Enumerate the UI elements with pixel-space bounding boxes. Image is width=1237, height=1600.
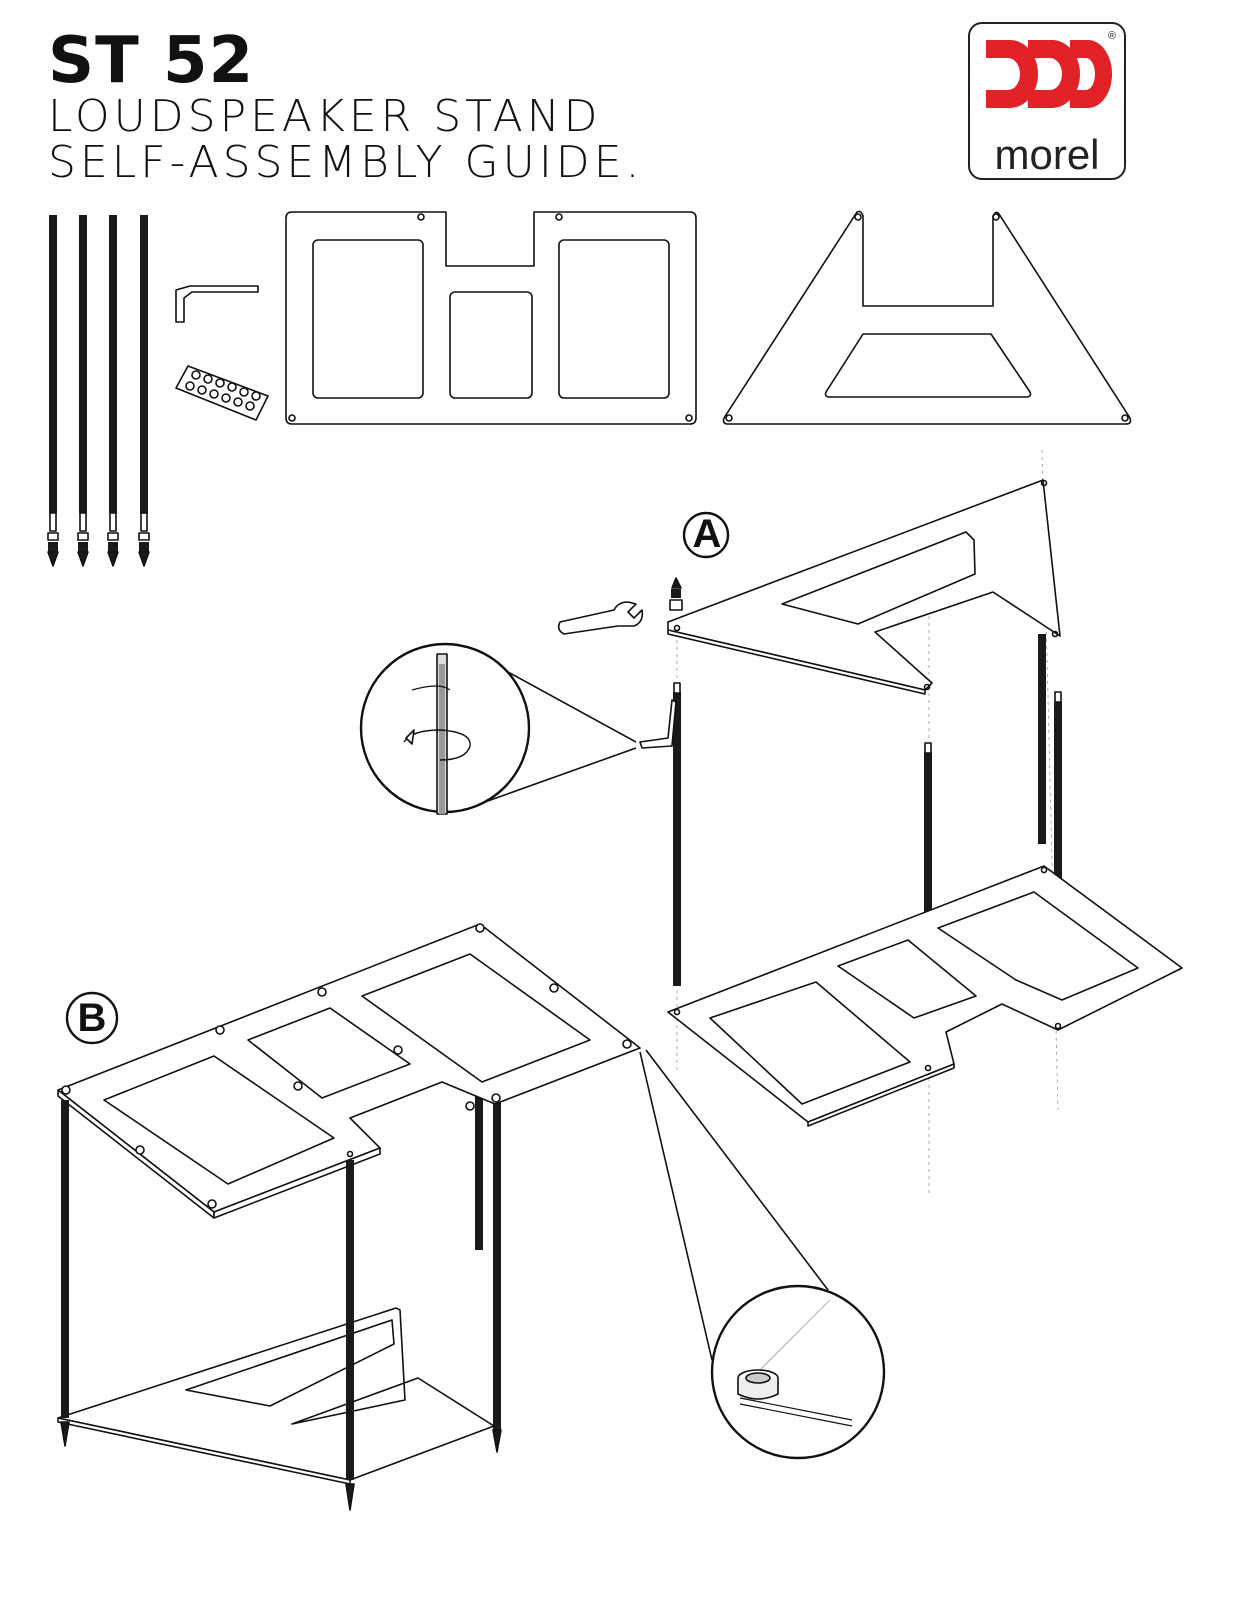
threaded-rods	[48, 215, 149, 566]
threaded-rod-icon	[108, 215, 118, 566]
step-b	[58, 924, 640, 1510]
step-a-label: A	[692, 512, 722, 556]
base-plate-icon	[724, 212, 1131, 425]
step-b-label: B	[77, 994, 107, 1042]
top-plate-icon	[286, 212, 696, 424]
detail-callout-rod	[361, 644, 636, 814]
rubber-bumpers-sheet-icon	[176, 366, 268, 420]
threaded-rod-icon	[48, 215, 58, 566]
step-a	[559, 450, 1182, 1195]
hex-key-icon	[176, 286, 258, 322]
threaded-rod-icon	[78, 215, 88, 566]
wrench-icon	[559, 602, 643, 634]
threaded-rod-icon	[139, 215, 149, 566]
